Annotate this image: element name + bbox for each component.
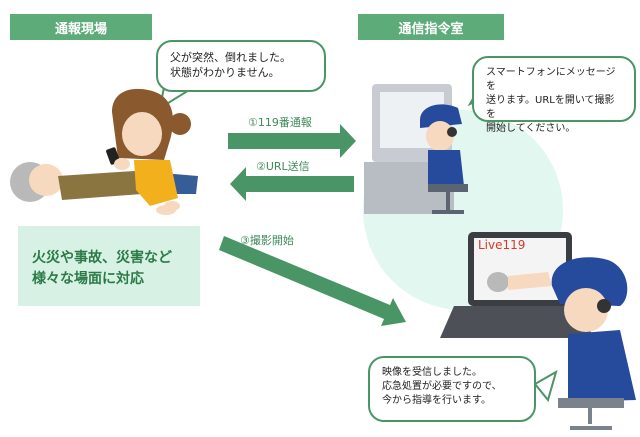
headset2-icon — [597, 299, 611, 313]
dispatcher2-uniform — [568, 330, 636, 402]
chair2-seat — [558, 398, 624, 408]
live119-screen-label: Live119 — [478, 238, 525, 252]
live-video-patient-head — [487, 272, 509, 292]
